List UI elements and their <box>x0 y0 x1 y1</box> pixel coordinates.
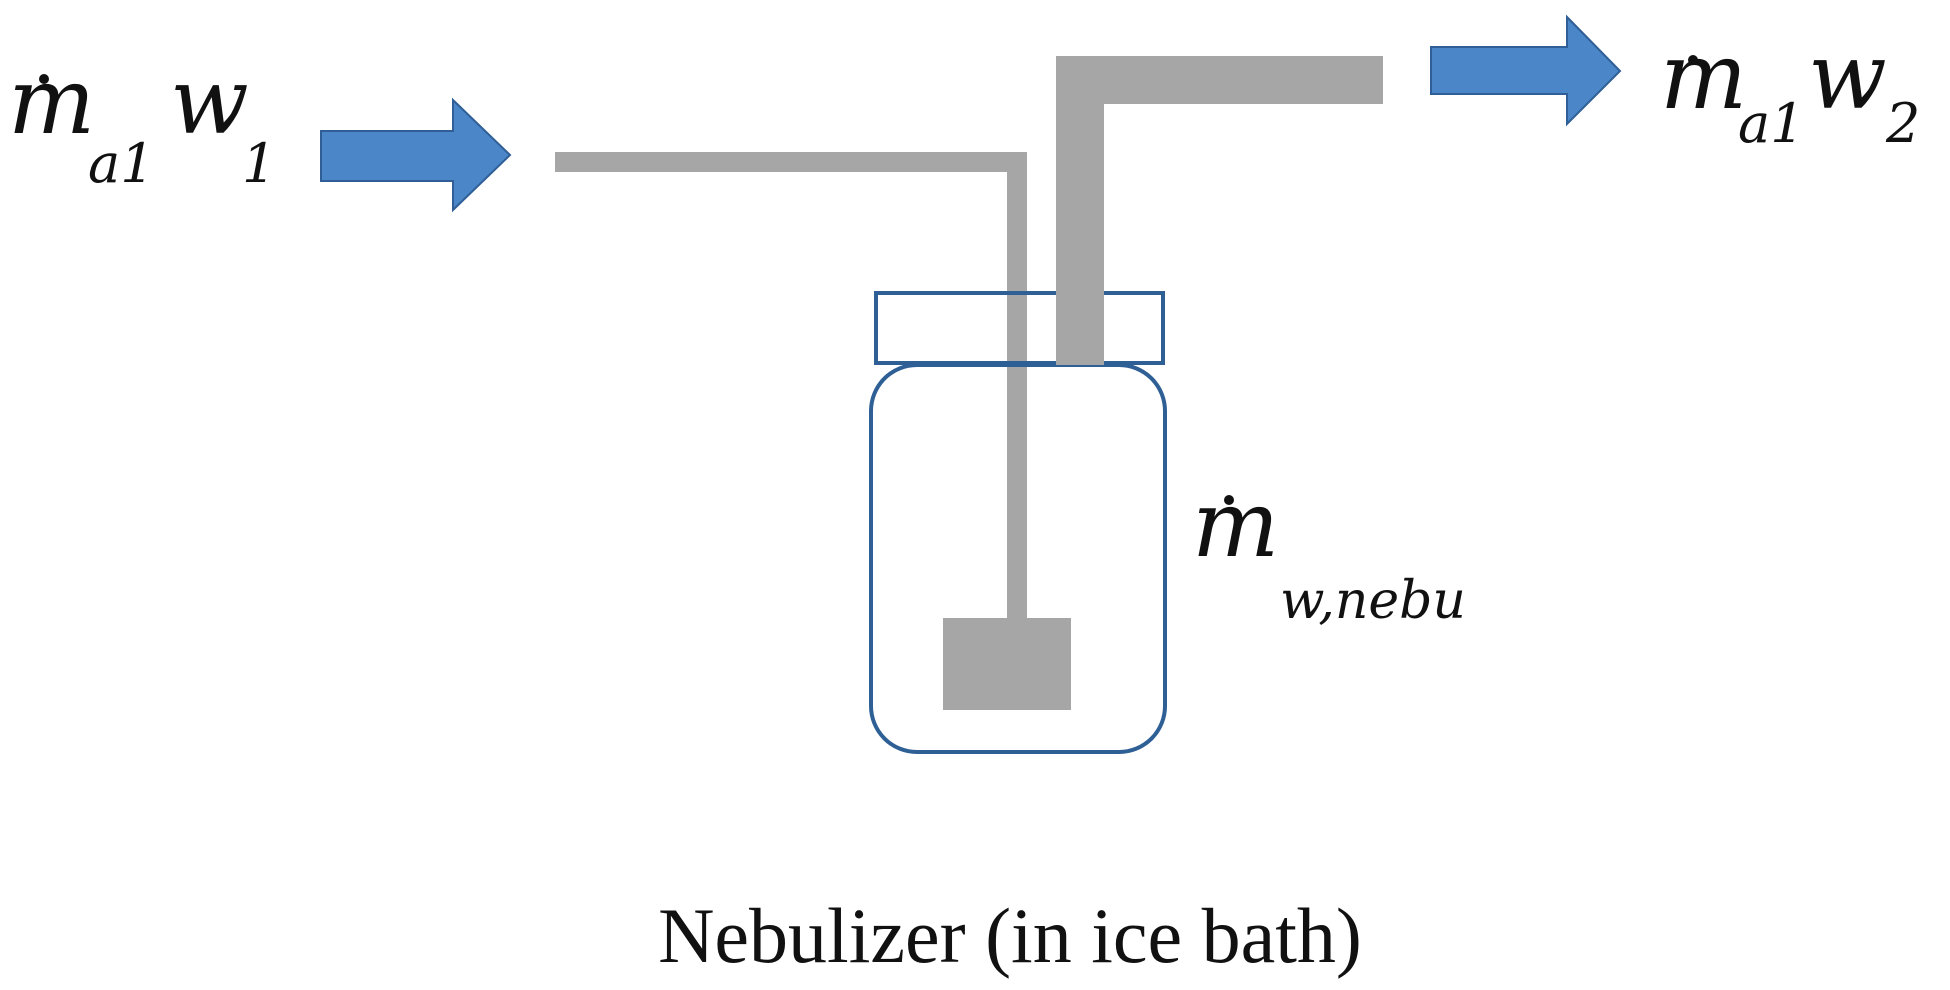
outlet-mass-flow-symbol: m <box>1660 23 1747 130</box>
vessel-body <box>869 363 1167 754</box>
outlet-overdot-icon <box>1688 55 1698 65</box>
outlet-humidity-subscript: 2 <box>1885 92 1920 155</box>
outlet-mass-flow-subscript: a1 <box>1738 92 1805 155</box>
inlet-humidity-symbol: w <box>170 48 249 155</box>
outlet-tube <box>1056 56 1383 365</box>
inlet-mass-flow-symbol: m <box>8 48 95 155</box>
outlet-arrow-icon <box>1430 14 1622 127</box>
inlet-overdot-icon <box>39 74 49 84</box>
nebulizer-mass-flow-symbol: m <box>1192 471 1279 578</box>
nebulizer-mass-flow-subscript: w,nebu <box>1280 571 1466 631</box>
nebulizer-head <box>943 618 1071 710</box>
nebulizer-flow-label: m w,nebu <box>1192 471 1466 631</box>
inlet-humidity-subscript: 1 <box>242 132 276 195</box>
nebulizer-overdot-icon <box>1224 495 1234 505</box>
inlet-flow-label: m a1 w 1 <box>8 48 276 195</box>
inlet-mass-flow-subscript: a1 <box>88 132 155 195</box>
inlet-arrow-icon <box>320 97 512 213</box>
diagram-caption: Nebulizer (in ice bath) <box>658 892 1362 979</box>
inlet-tube <box>555 152 1027 620</box>
outlet-humidity-symbol: w <box>1808 23 1887 130</box>
outlet-flow-label: m a1 w 2 <box>1660 23 1920 155</box>
